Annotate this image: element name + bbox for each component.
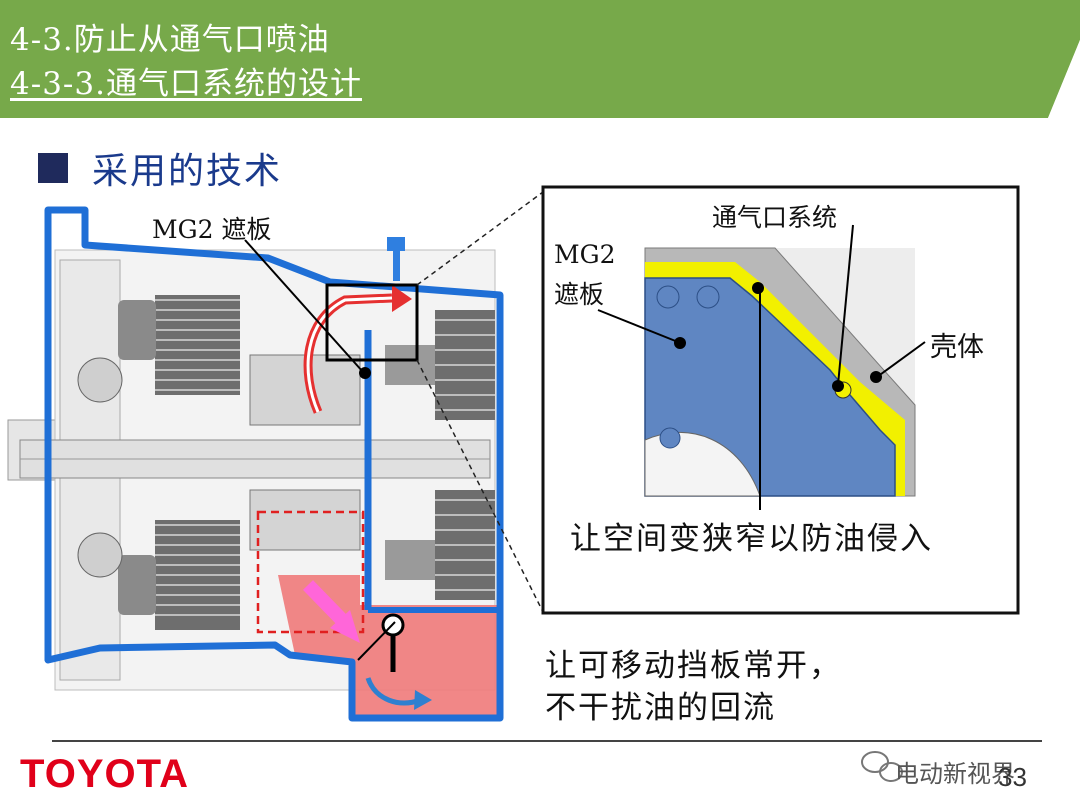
label-cover: 遮板: [554, 280, 605, 309]
footer-divider: [52, 740, 1042, 742]
oil-return-arrow: [365, 677, 421, 706]
mg1-stator-lower: [118, 520, 240, 630]
section-heading: 采用的技术: [38, 148, 282, 192]
detail-focus-box: [325, 283, 419, 362]
header-subtitle: 4-3-3.通气口系统的设计: [10, 66, 362, 102]
transaxle-cross-section: [7, 249, 496, 691]
oil-flow-arrow-pink: [302, 580, 360, 643]
label-mg2-cover: MG2 遮板: [152, 215, 272, 244]
wechat-icon: [861, 751, 903, 782]
mg1-stator-upper: [118, 295, 240, 395]
header-banner: 4-3.防止从通气口喷油 4-3-3.通气口系统的设计: [0, 0, 1080, 118]
housing-outline: [44, 206, 504, 722]
square-bullet-icon: [38, 153, 68, 183]
page-number: 33: [998, 762, 1027, 792]
mg2-stator-lower: [385, 490, 495, 600]
header-title: 4-3.防止从通气口喷油: [10, 22, 330, 58]
header-background: [0, 0, 1080, 118]
flap-caption-line2: 不干扰油的回流: [545, 690, 776, 726]
breather-pipe-icon: [387, 237, 405, 281]
mg2-cover-marker: [359, 367, 371, 379]
section-title: 采用的技术: [92, 151, 283, 192]
label-mg2: MG2: [554, 240, 616, 269]
callout-caption: 让空间变狭窄以防油侵入: [570, 521, 933, 557]
mg2-stator-upper: [385, 310, 495, 420]
label-housing: 壳体: [930, 332, 984, 363]
label-vent-system: 通气口系统: [712, 203, 838, 232]
movable-flap-icon: [357, 613, 405, 672]
flap-caption-line1: 让可移动挡板常开，: [545, 648, 842, 684]
toyota-logo: TOYOTA: [20, 752, 189, 796]
watermark-text: 电动新视界: [895, 760, 1015, 788]
oil-passage-dashed-outline: [256, 510, 365, 634]
